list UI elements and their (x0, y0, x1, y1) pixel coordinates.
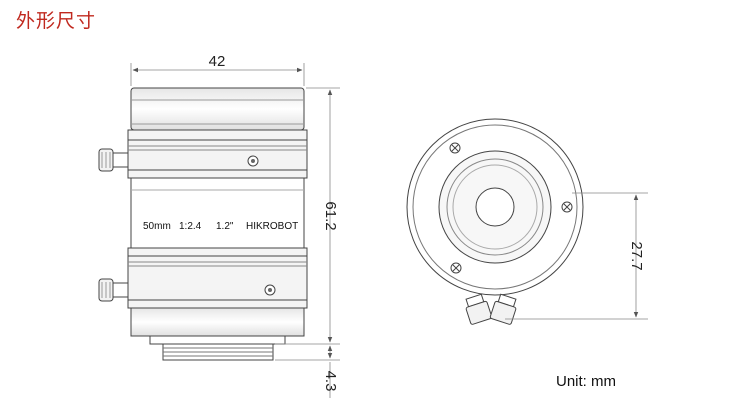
rear-screw-bottom (450, 262, 462, 274)
rear-locking-screw-right (489, 293, 517, 325)
barrel-screw-upper (247, 155, 259, 167)
barrel-screw-lower (264, 284, 276, 296)
aperture-ring (127, 247, 308, 309)
mount-dimension-line (275, 345, 340, 398)
mount-thread (162, 343, 274, 361)
label-band (130, 177, 305, 249)
offset-dimension-line (505, 192, 648, 320)
label-brand: HIKROBOT (246, 221, 298, 232)
rear-screw-top (449, 142, 461, 154)
label-focal-length: 50mm (143, 221, 171, 232)
height-dimension: 61.2 (322, 201, 339, 230)
width-dimension-line (130, 63, 305, 86)
rear-aperture (475, 187, 515, 227)
locking-screw-upper (98, 148, 129, 172)
label-aperture: 1:2.4 (179, 221, 202, 232)
label-sensor-format: 1.2" (216, 221, 234, 232)
mount-dimension: 4.3 (322, 371, 339, 392)
focus-ring (127, 129, 308, 179)
lens-rear-view (406, 118, 584, 325)
page-title: 外形尺寸 (16, 10, 97, 32)
width-dimension: 42 (209, 53, 226, 70)
lens-rear-body (130, 307, 305, 337)
offset-dimension: 27.7 (628, 241, 645, 270)
lens-side-view (98, 87, 308, 361)
locking-screw-lower (98, 278, 129, 302)
unit-note: Unit: mm (556, 373, 616, 390)
height-dimension-line (275, 87, 340, 345)
rear-screw-right (561, 201, 573, 213)
rear-locking-screw-left (465, 293, 493, 325)
